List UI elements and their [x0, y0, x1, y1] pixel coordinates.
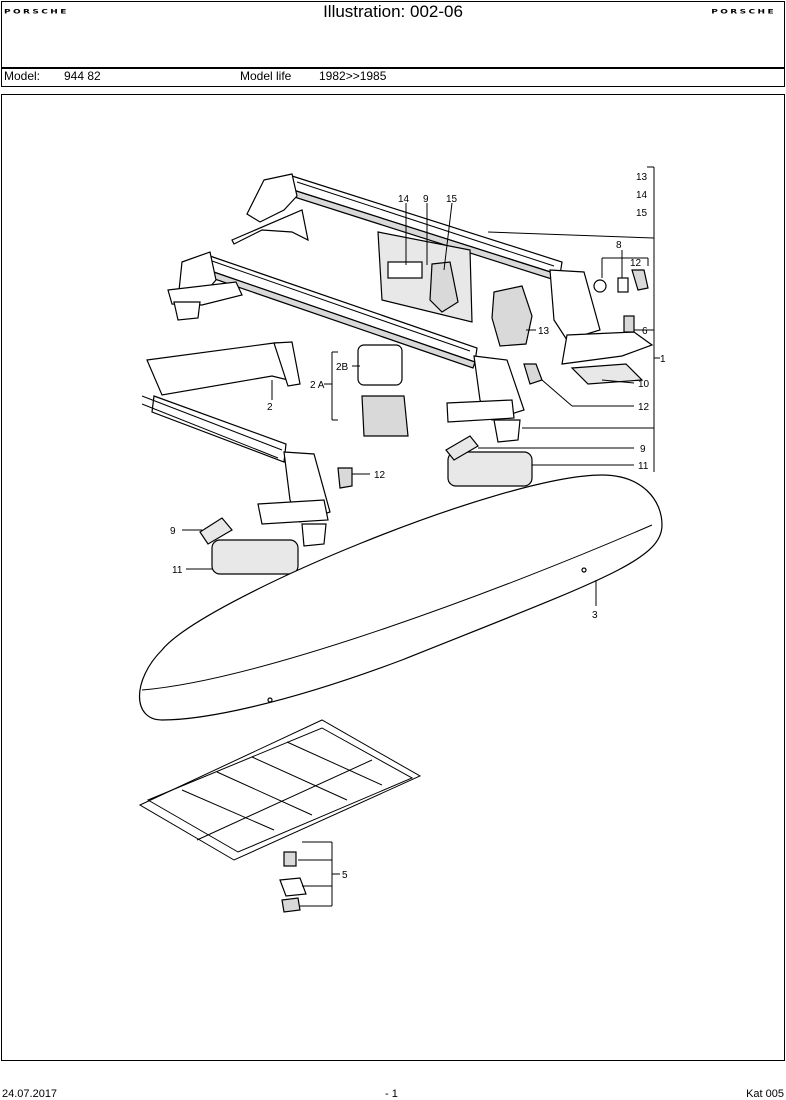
callout-15: 15 [636, 208, 648, 219]
callout-12-right: 12 [638, 402, 650, 413]
leader-lines [182, 166, 660, 907]
callout-6: 6 [642, 326, 648, 337]
callout-11-left: 11 [172, 565, 183, 576]
footer-page: - 1 [385, 1088, 398, 1100]
footer-date: 24.07.2017 [2, 1088, 58, 1100]
pad-9-left [199, 517, 233, 545]
callout-2: 2 [267, 402, 273, 413]
clamp-detail [377, 231, 473, 323]
fastener-parts [593, 269, 649, 333]
porsche-logo-right: PORSCHE [711, 9, 776, 16]
illustration-frame [1, 94, 785, 1061]
luggage-rack [138, 719, 422, 913]
callout-5: 5 [342, 870, 348, 881]
screw-12-left [337, 467, 353, 489]
callout-12-top: 12 [630, 258, 642, 269]
front-crossbar [167, 251, 525, 443]
screw-12-center [523, 363, 543, 385]
callout-9-detail: 9 [423, 194, 429, 205]
side-rail-bar [141, 341, 331, 547]
bracket-13 [491, 285, 533, 347]
pad-11-left [211, 539, 299, 575]
callout-1: 1 [660, 354, 666, 365]
pad-11-right [447, 451, 533, 487]
footer-catalog: Kat 005 [746, 1088, 784, 1100]
header-box [1, 1, 785, 68]
rear-crossbar [231, 173, 654, 365]
pad-10 [570, 363, 644, 385]
model-life-label: Model life [240, 69, 292, 83]
callout-3: 3 [592, 610, 598, 621]
callout-2a: 2 A [310, 380, 325, 391]
callout-10: 10 [638, 379, 650, 390]
model-label: Model: [4, 69, 41, 83]
callout-2b: 2B [336, 362, 349, 373]
roof-box [139, 474, 663, 721]
callout-9-right: 9 [640, 444, 646, 455]
parts-illustration: 13 14 15 8 12 6 1 10 12 9 11 14 9 15 13 … [138, 166, 666, 913]
bracket-2b [357, 344, 403, 386]
pad-9-right [445, 435, 479, 461]
callout-13-bracket: 13 [538, 326, 550, 337]
callout-14: 14 [636, 190, 648, 201]
callout-15-detail: 15 [446, 194, 458, 205]
model-life-value: 1982>>1985 [319, 69, 387, 83]
model-value: 944 82 [64, 69, 101, 83]
callout-8: 8 [616, 240, 622, 251]
callout-11-right: 11 [638, 461, 649, 472]
callout-12-left: 12 [374, 470, 386, 481]
callout-9-left: 9 [170, 526, 176, 537]
callout-14-detail: 14 [398, 194, 410, 205]
porsche-logo-left: PORSCHE [4, 9, 69, 16]
model-bar [1, 68, 785, 87]
callout-13: 13 [636, 172, 648, 183]
page-title: Illustration: 002-06 [323, 2, 463, 21]
bracket-2a [361, 395, 409, 437]
